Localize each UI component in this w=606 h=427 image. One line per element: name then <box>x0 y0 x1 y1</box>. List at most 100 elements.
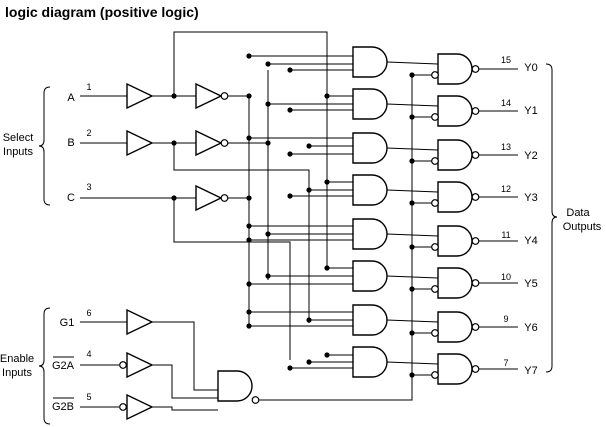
input-label-b: B <box>67 137 74 149</box>
output-gate-1-enable-bubble <box>431 113 439 121</box>
input-label-g2a: G2A <box>52 360 75 372</box>
output-gate-7-enable-bubble <box>431 371 439 379</box>
junction-dot <box>287 67 293 73</box>
and-gate-2 <box>352 132 388 164</box>
wire <box>173 143 310 323</box>
junction-dot <box>246 323 252 329</box>
enable-inputs-brace <box>38 307 51 425</box>
wire <box>173 31 328 268</box>
and-gate-5 <box>352 260 388 292</box>
wire <box>386 319 439 323</box>
inverter-b <box>195 129 223 157</box>
junction-dot <box>306 317 312 323</box>
junction-dot <box>246 223 252 229</box>
output-gate-5-enable-bubble <box>431 285 439 293</box>
enable-and-gate-bubble <box>251 396 260 404</box>
junction-dot <box>246 93 252 99</box>
junction-dot <box>287 365 293 371</box>
pin-number-a: 1 <box>86 82 91 92</box>
junction-dot <box>409 244 415 250</box>
diagram-title: logic diagram (positive logic) <box>5 4 199 20</box>
pin-number-y0: 15 <box>501 55 511 65</box>
output-label-y0: Y0 <box>524 62 537 74</box>
junction-dot <box>287 151 293 157</box>
output-label-y1: Y1 <box>524 105 537 117</box>
output-gate-2-enable-bubble <box>431 157 439 165</box>
wire <box>386 61 439 65</box>
junction-dot <box>324 93 330 99</box>
buffer-g2b <box>126 393 154 421</box>
output-gate-3-bubble <box>471 193 480 201</box>
output-gate-6-enable-bubble <box>431 329 439 337</box>
junction-dot <box>171 140 177 146</box>
wire <box>386 233 439 237</box>
pin-number-c: 3 <box>86 182 91 192</box>
inverter-a <box>195 82 223 110</box>
pin-number-y7: 7 <box>503 358 508 368</box>
input-label-c: C <box>67 192 75 204</box>
output-gate-0-enable-bubble <box>431 71 439 79</box>
junction-dot <box>246 135 252 141</box>
select-group-label-line1: Select <box>3 132 34 144</box>
wire <box>386 275 439 279</box>
junction-dot <box>265 61 271 67</box>
output-gate-6-bubble <box>471 323 480 331</box>
junction-dot <box>409 200 415 206</box>
select-group-label-line2: Inputs <box>3 146 33 158</box>
junction-dot <box>246 281 252 287</box>
junction-dot <box>265 101 271 107</box>
output-gate-4-enable-bubble <box>431 243 439 251</box>
data-group-label-line1: Data <box>566 207 590 219</box>
pin-number-y3: 12 <box>501 184 511 194</box>
buffer-g2b-input-bubble <box>119 403 127 411</box>
junction-dots <box>171 53 415 378</box>
junction-dot <box>171 195 177 201</box>
junction-dot <box>287 107 293 113</box>
output-gate-6 <box>437 311 473 343</box>
inverter-c <box>195 184 223 212</box>
and-gate-4 <box>352 218 388 250</box>
junction-dot <box>409 72 415 78</box>
wire <box>152 321 218 391</box>
junction-dot <box>409 372 415 378</box>
buffer-g2a-input-bubble <box>119 361 127 369</box>
and-gate-7 <box>352 346 388 378</box>
wire <box>386 361 439 365</box>
output-label-y7: Y7 <box>524 365 537 377</box>
output-gate-0 <box>437 53 473 85</box>
pin-number-y4: 11 <box>501 230 510 240</box>
junction-dot <box>409 114 415 120</box>
buffer-g2a <box>126 351 154 379</box>
wire <box>152 406 218 411</box>
pin-number-y2: 13 <box>501 142 511 152</box>
junction-dot <box>287 193 293 199</box>
data-group-label-line2: Outputs <box>563 221 602 233</box>
buffer-g1 <box>126 308 154 336</box>
output-gate-2-bubble <box>471 151 480 159</box>
pin-number-y1: 14 <box>501 98 511 108</box>
junction-dot <box>409 330 415 336</box>
pin-number-g1: 6 <box>86 308 91 318</box>
pin-number-y5: 10 <box>501 272 511 282</box>
wire <box>259 76 413 401</box>
output-label-y5: Y5 <box>524 278 537 290</box>
wire <box>173 198 291 360</box>
junction-dot <box>246 237 252 243</box>
output-label-y4: Y4 <box>524 235 537 247</box>
pin-number-g2a: 4 <box>86 349 91 359</box>
enable-group-label-line1: Enable <box>0 353 34 365</box>
pin-number-g2b: 5 <box>86 392 91 402</box>
output-gate-3 <box>437 181 473 213</box>
output-gate-4-bubble <box>471 237 480 245</box>
output-label-y3: Y3 <box>524 192 537 204</box>
input-label-g1: G1 <box>60 317 75 329</box>
output-gate-2 <box>437 139 473 171</box>
output-gate-3-enable-bubble <box>431 199 439 207</box>
inverter-a-bubble <box>220 92 229 100</box>
buffer-b <box>126 129 154 157</box>
output-gate-0-bubble <box>471 65 480 73</box>
wire <box>386 189 439 193</box>
junction-dot <box>171 93 177 99</box>
inverter-c-bubble <box>220 194 229 202</box>
